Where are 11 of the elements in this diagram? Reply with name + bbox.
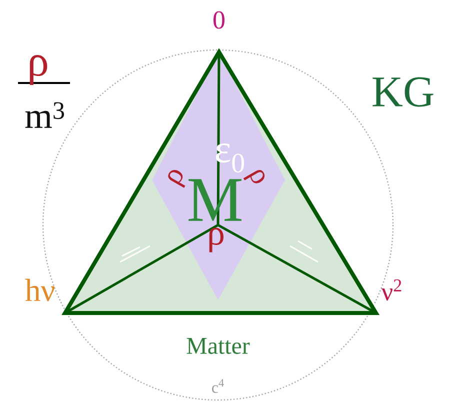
- density-symbol: ρ: [168, 170, 186, 188]
- unit-label: KG: [372, 77, 434, 107]
- density-symbol: ρ: [209, 228, 224, 252]
- constant-label: c$^{4}$: [212, 379, 224, 393]
- velocity-label: ν$^{2}$: [381, 279, 402, 301]
- density-symbol: ρ: [30, 55, 48, 85]
- density-symbol: ρ: [243, 170, 265, 184]
- caption-label: Matter: [186, 338, 250, 354]
- vertex-label: 0: [214, 11, 224, 29]
- unit-label: m$^{3}$: [25, 102, 64, 128]
- energy-label: hν: [25, 278, 54, 302]
